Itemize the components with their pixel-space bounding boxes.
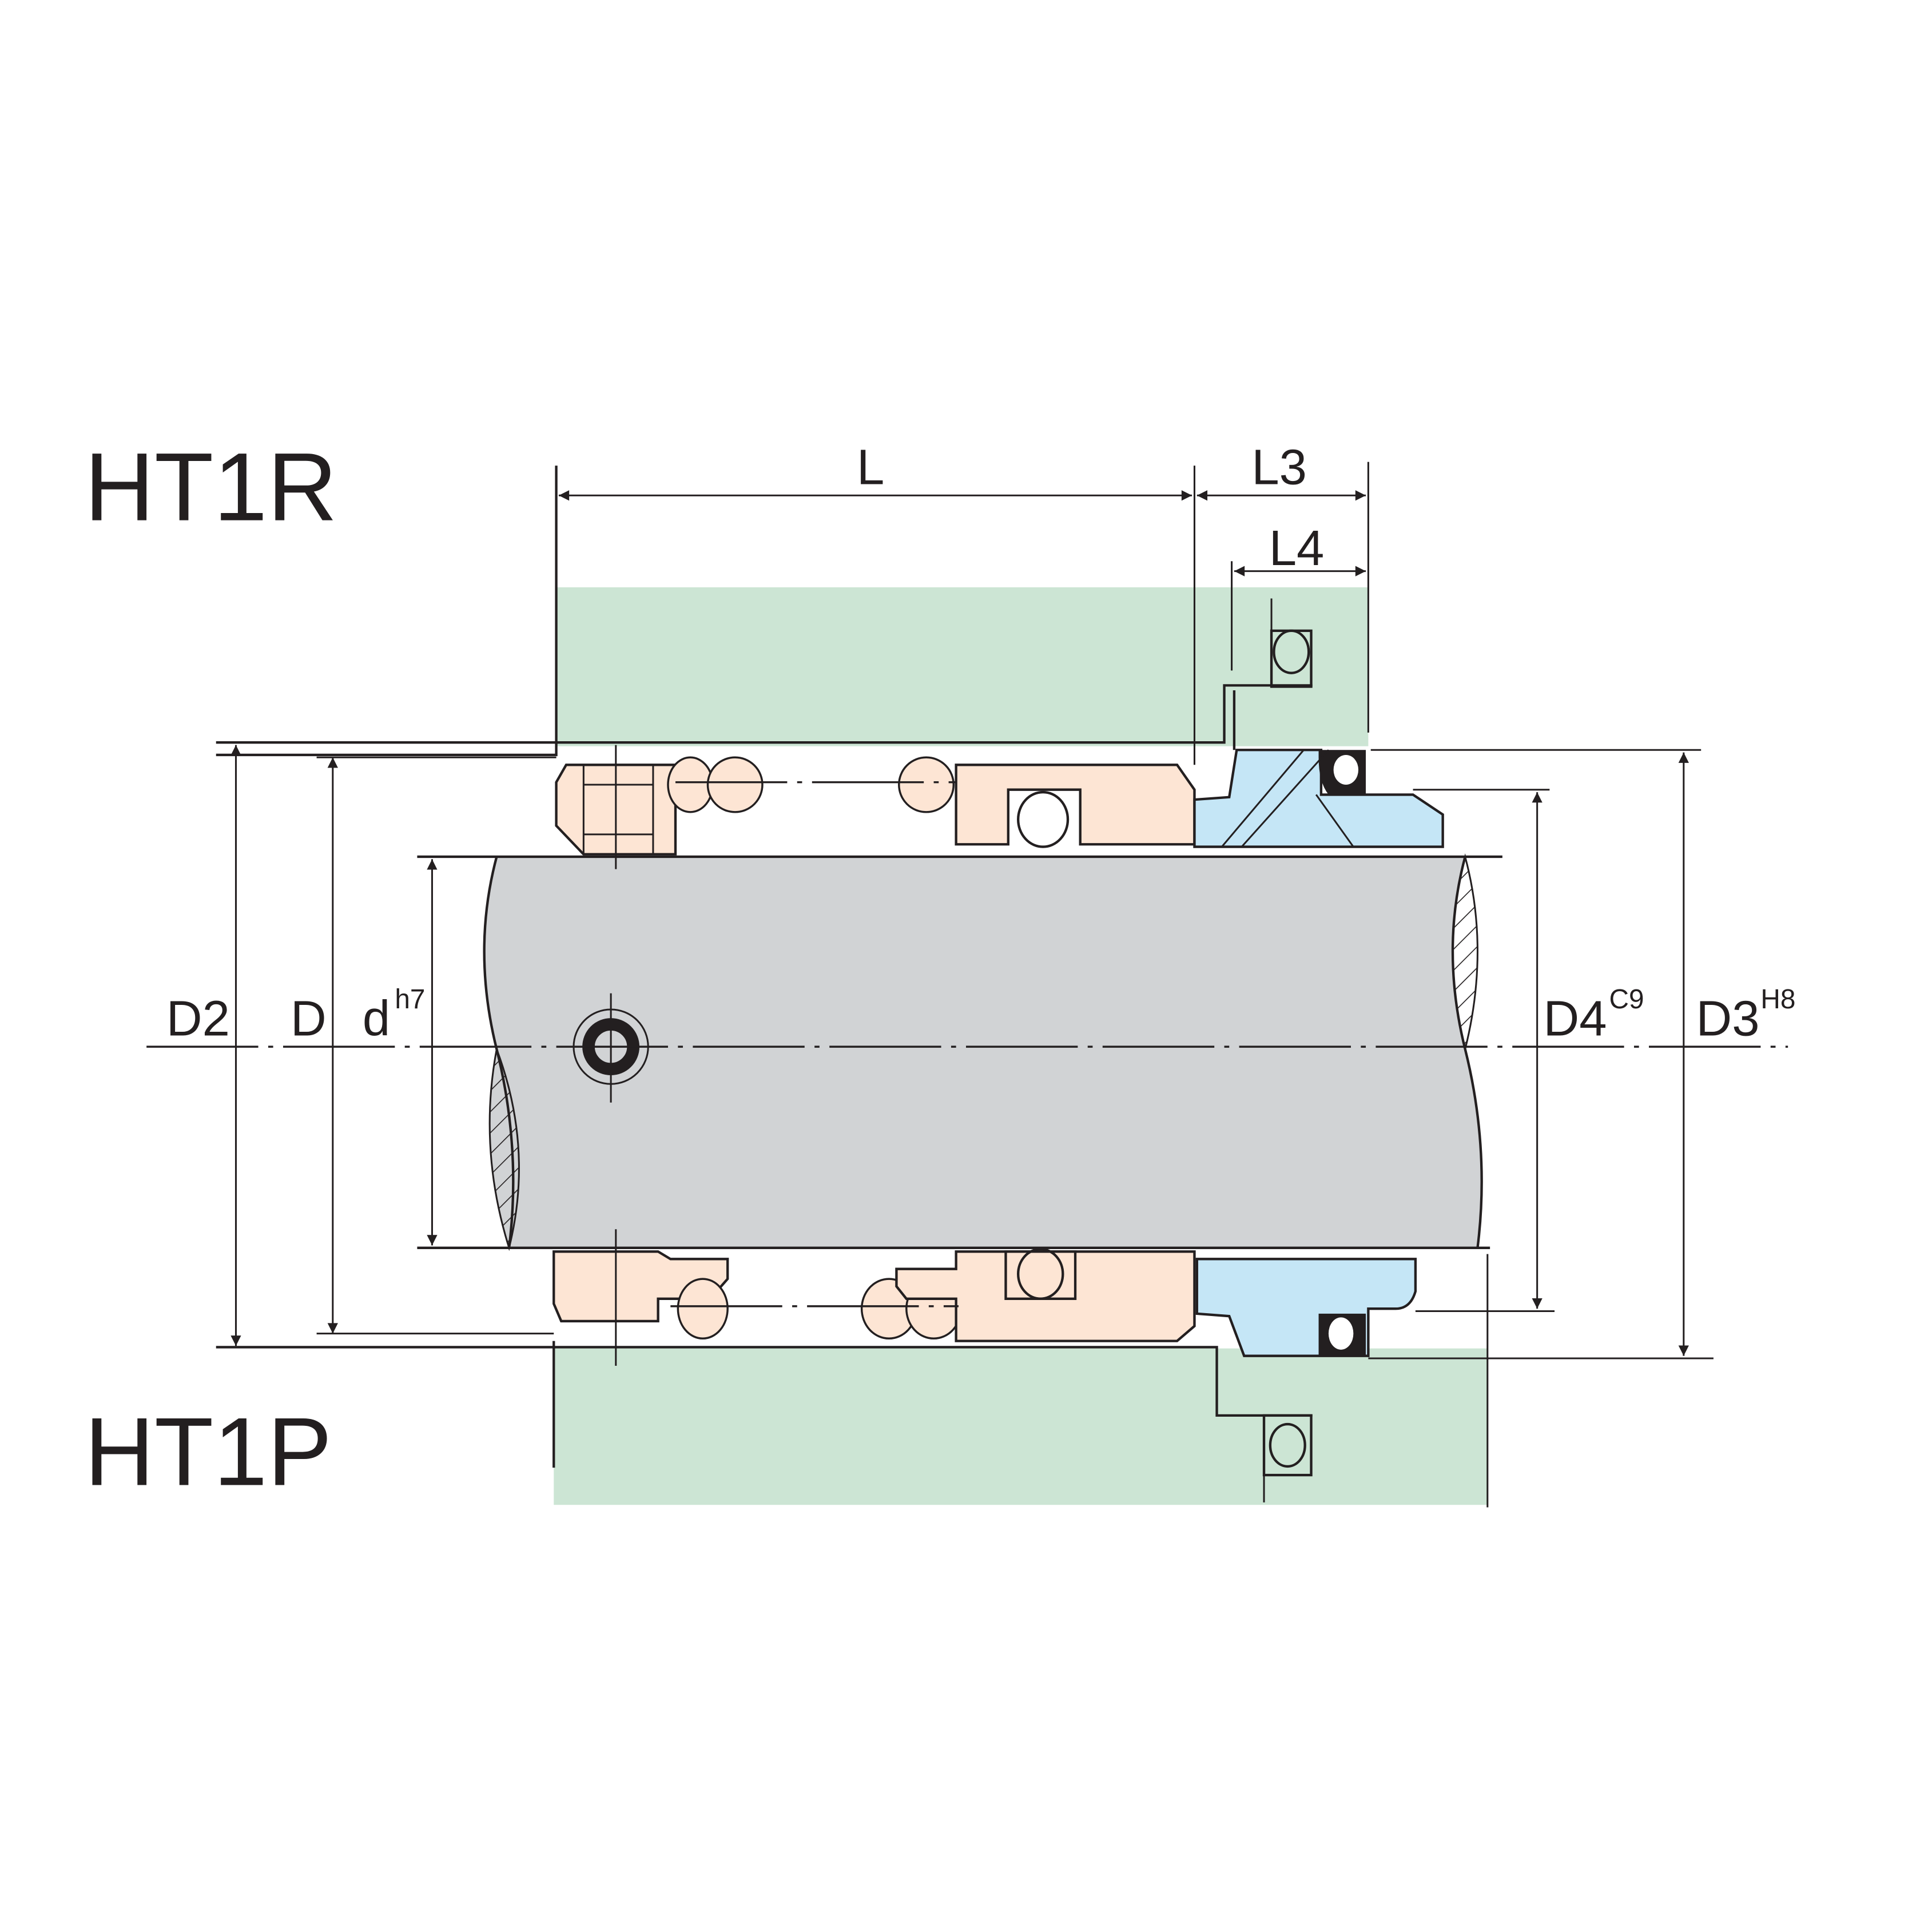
dim-label-L: L — [857, 440, 884, 495]
dim-label-L3: L3 — [1251, 440, 1307, 495]
shaft — [417, 853, 1502, 1251]
dimension-D4: D4 C9 — [1532, 792, 1644, 1309]
dimension-L: L — [558, 440, 1192, 501]
housing-bottom — [216, 1254, 1489, 1508]
dimension-D: D — [291, 756, 556, 1335]
rotating-unit-bottom — [552, 1229, 1196, 1366]
dimension-L3: L3 — [1196, 440, 1366, 501]
dimension-d: d h7 — [363, 859, 438, 1246]
dim-label-D2: D2 — [166, 991, 230, 1047]
dimension-D3: D3 H8 — [1678, 752, 1795, 1356]
dim-label-D3: D3 — [1696, 991, 1760, 1047]
rotating-unit-top — [555, 745, 1196, 869]
model-title-ht1r: HT1R — [85, 433, 337, 541]
dim-tolerance-h8: H8 — [1760, 984, 1795, 1015]
dim-label-D: D — [291, 991, 327, 1047]
model-title-ht1p: HT1P — [85, 1397, 332, 1505]
stationary-seat-bottom — [1195, 1258, 1714, 1359]
dimension-L4: L4 — [1234, 520, 1366, 577]
dim-tolerance-c9: C9 — [1609, 984, 1644, 1015]
dim-label-d: d — [363, 991, 390, 1047]
stationary-seat-top — [1193, 749, 1702, 848]
dimension-D2: D2 — [166, 745, 241, 1346]
dim-label-D4: D4 — [1543, 991, 1607, 1047]
dim-label-L4: L4 — [1269, 520, 1325, 576]
housing-top — [216, 462, 1369, 765]
dim-tolerance-h7: h7 — [395, 984, 425, 1015]
